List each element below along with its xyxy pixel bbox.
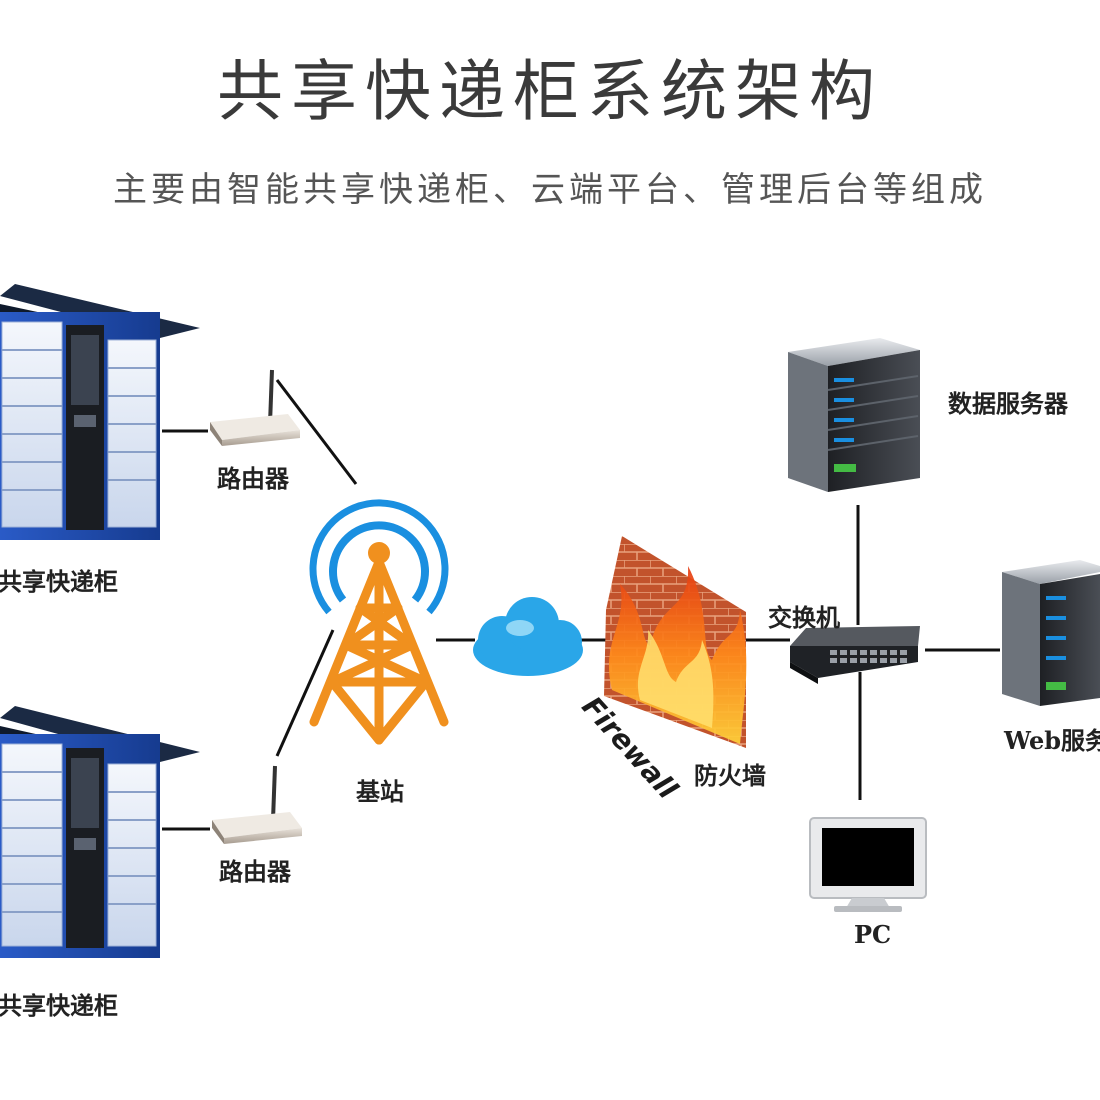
- base-station-tower-icon: [309, 499, 449, 745]
- line-router1-tower: [275, 379, 358, 485]
- label-base-station: 基站: [356, 777, 404, 806]
- router-icon-bottom: [212, 765, 302, 844]
- label-locker-bottom: 共享快递柜: [0, 991, 118, 1020]
- page-subtitle: 主要由智能共享快递柜、云端平台、管理后台等组成: [113, 170, 987, 210]
- label-data-server: 数据服务器: [948, 389, 1068, 418]
- web-server-icon: [1002, 560, 1100, 706]
- page-title: 共享快递柜系统架构: [217, 53, 883, 130]
- router-icon-top: [210, 369, 300, 446]
- pc-monitor-icon: [809, 817, 927, 912]
- firewall-icon: [604, 536, 747, 748]
- label-locker-top: 共享快递柜: [0, 567, 118, 596]
- label-switch: 交换机: [768, 603, 840, 632]
- label-web-server: Web服务: [1004, 726, 1100, 755]
- locker-icon-bottom: [0, 706, 200, 958]
- label-router-bottom: 路由器: [219, 857, 291, 886]
- label-router-top: 路由器: [217, 464, 289, 493]
- data-server-icon: [788, 338, 920, 492]
- line-router2-tower: [275, 629, 335, 757]
- cloud-icon: [473, 597, 583, 676]
- label-firewall: 防火墙: [694, 761, 766, 790]
- locker-icon-top: [0, 284, 200, 540]
- network-switch-icon: [790, 626, 920, 684]
- label-pc: PC: [854, 920, 892, 949]
- connection-lines: [162, 379, 1000, 831]
